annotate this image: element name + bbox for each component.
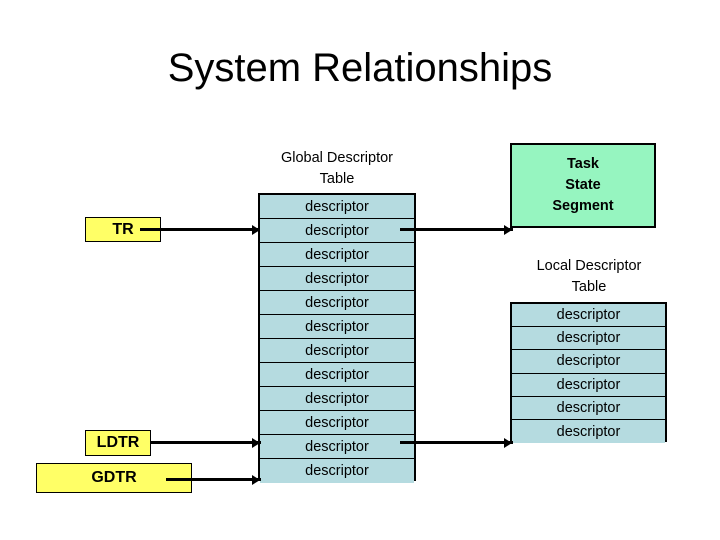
ldt-caption: Local Descriptor Table [506, 256, 672, 298]
gdt-row-label: descriptor [305, 222, 369, 239]
gdt-row[interactable]: descriptor [260, 195, 414, 219]
gdt-row-label: descriptor [305, 390, 369, 407]
gdt-row[interactable]: descriptor [260, 459, 414, 483]
gdt-row-label: descriptor [305, 294, 369, 311]
gdt-row-label: descriptor [305, 270, 369, 287]
gdt-row[interactable]: descriptor [260, 387, 414, 411]
ldt-row[interactable]: descriptor [512, 350, 665, 374]
ldt-row-label: descriptor [556, 399, 621, 416]
gdt-row-label: descriptor [305, 318, 369, 335]
register-box-ldtr[interactable]: LDTR [85, 430, 151, 456]
gdt-row[interactable]: descriptor [260, 315, 414, 339]
gdt-row[interactable]: descriptor [260, 243, 414, 267]
connector-tr-to-gdt-arrowhead-icon [252, 224, 260, 235]
connector-gdt-to-ldt-arrowhead-icon [504, 437, 512, 448]
gdt-row-label: descriptor [305, 414, 369, 431]
connector-gdt-to-ldt-line [400, 441, 513, 444]
connector-ldtr-to-gdt-line [151, 441, 261, 444]
task-state-segment-box[interactable]: Task State Segment [510, 143, 656, 228]
gdt-row[interactable]: descriptor [260, 219, 414, 243]
tss-line3: Segment [552, 198, 614, 214]
tss-line1: Task [567, 156, 599, 172]
gdt-row[interactable]: descriptor [260, 363, 414, 387]
global-descriptor-table: descriptor descriptor descriptor descriptor… [258, 193, 416, 483]
connector-gdtr-to-gdt-arrowhead-icon [252, 474, 260, 485]
local-descriptor-table: descriptor descriptor descriptor descriptor… [510, 302, 667, 444]
ldt-row[interactable]: descriptor [512, 373, 665, 397]
ldt-row-label: descriptor [556, 423, 621, 440]
gdt-row-label: descriptor [305, 366, 369, 383]
connector-gdt-to-tss-line [400, 228, 513, 231]
gdt-caption-line1: Global Descriptor [280, 150, 393, 166]
ldt-caption-line2: Table [571, 279, 607, 295]
ldt-row-label: descriptor [556, 353, 621, 370]
gdt-row[interactable]: descriptor [260, 291, 414, 315]
connector-ldtr-to-gdt-arrowhead-icon [252, 437, 260, 448]
gdt-row-label: descriptor [305, 342, 369, 359]
ldt-row-label: descriptor [556, 307, 621, 324]
ldt-row[interactable]: descriptor [512, 304, 665, 328]
gdt-row[interactable]: descriptor [260, 435, 414, 459]
gdt-row-label: descriptor [305, 198, 369, 215]
gdt-row[interactable]: descriptor [260, 339, 414, 363]
page-title: System Relationships [167, 46, 553, 90]
gdt-caption: Global Descriptor Table [256, 148, 418, 190]
ldt-caption-line1: Local Descriptor [536, 258, 642, 274]
ldt-row[interactable]: descriptor [512, 327, 665, 351]
gdt-row-label: descriptor [305, 246, 369, 263]
ldt-row-label: descriptor [556, 376, 621, 393]
ldt-row[interactable]: descriptor [512, 419, 665, 444]
gdt-row-label: descriptor [305, 438, 369, 455]
ldt-row-label: descriptor [556, 330, 621, 347]
gdt-row[interactable]: descriptor [260, 411, 414, 435]
connector-gdt-to-tss-arrowhead-icon [504, 224, 512, 235]
ldt-row[interactable]: descriptor [512, 396, 665, 420]
gdt-row-label: descriptor [305, 463, 369, 479]
tss-line2: State [565, 177, 601, 193]
connector-tr-to-gdt-line [140, 228, 260, 231]
gdt-caption-line2: Table [319, 171, 355, 187]
gdt-row[interactable]: descriptor [260, 267, 414, 291]
connector-gdtr-to-gdt-line [166, 478, 261, 481]
